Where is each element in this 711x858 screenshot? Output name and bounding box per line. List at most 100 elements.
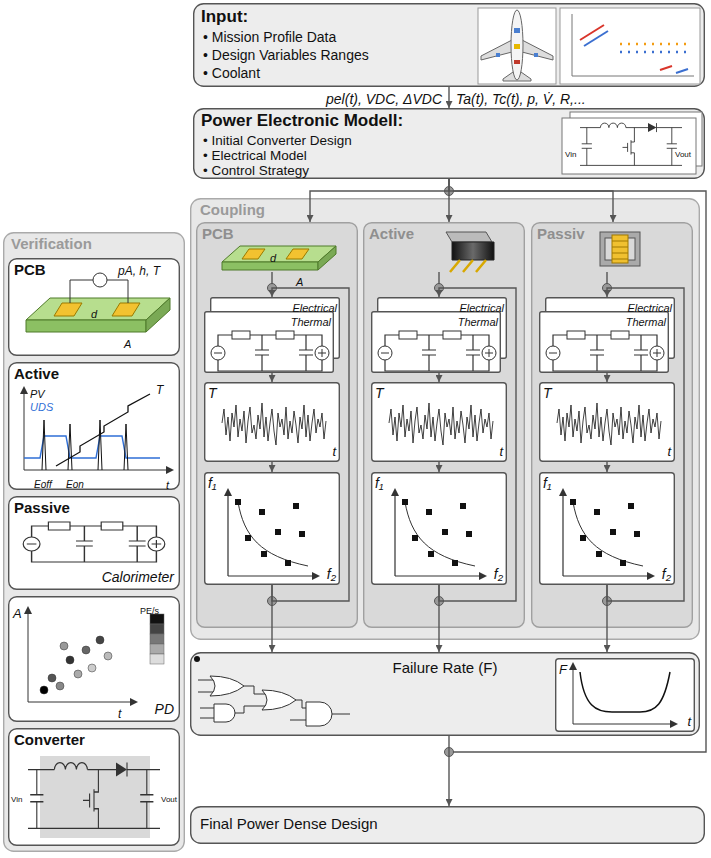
aircraft-component [534, 53, 538, 57]
chart-frame [560, 8, 700, 84]
node-text: • Initial Converter Design [203, 133, 352, 149]
connector [271, 373, 272, 382]
converter-circuit [580, 123, 682, 165]
and-gate [306, 702, 332, 726]
connector [448, 87, 449, 108]
colour-scale [150, 654, 164, 664]
converter-shade [40, 756, 150, 838]
node-outline [556, 659, 695, 732]
label: Eon [66, 479, 84, 491]
aircraft-frame [478, 8, 556, 84]
aircraft-wing [481, 40, 512, 60]
corner-dot [194, 656, 200, 662]
node-text: T [375, 385, 384, 401]
text-slot: T [208, 384, 217, 402]
node-text: f₁ [543, 475, 551, 491]
text-slot: Thermal [458, 312, 498, 330]
label-slot: d [270, 248, 276, 266]
text-slot: • Initial Converter Design [203, 131, 352, 149]
text-slot: t [332, 442, 336, 460]
connector [606, 373, 607, 382]
pd-event [88, 664, 96, 672]
node-outline [9, 363, 180, 490]
node-text: Electrical [627, 302, 672, 315]
text-slot: f₁ [375, 474, 383, 492]
pareto-plot: f₁ f₂ [204, 472, 340, 585]
connector [606, 462, 607, 472]
axis-arrow [670, 720, 678, 728]
node-outline [540, 312, 669, 373]
thermal-circuit [546, 331, 664, 371]
label-slot: pel(t), VDC, ΔVDC [326, 90, 442, 108]
pcb-board [26, 298, 170, 320]
node-text: T [208, 385, 217, 401]
label-slot: PE/s [140, 600, 159, 618]
label-slot: Vout [675, 143, 691, 161]
node-outline [532, 223, 693, 628]
pcb-board [26, 320, 146, 332]
axis-arrow [166, 466, 174, 474]
label-slot: Vin [565, 143, 576, 161]
label: Vin [11, 795, 22, 804]
node-text: t [332, 445, 336, 460]
transformer-winding [612, 235, 628, 263]
pcb-board [318, 246, 336, 270]
node-outline [372, 473, 507, 585]
node-outline [540, 383, 675, 462]
node-outline [4, 233, 185, 852]
or-gate [262, 690, 296, 710]
connector [438, 585, 439, 652]
node-text: Calorimeter [102, 569, 174, 585]
text-slot: f₁ [208, 474, 216, 492]
text-slot: f₂ [327, 565, 336, 583]
pcb-pad [242, 249, 265, 259]
node-outline [372, 383, 507, 462]
node-outline [9, 597, 180, 722]
text-slot: • Design Variables Ranges [203, 46, 369, 64]
pareto-front [559, 488, 655, 580]
colour-scale [150, 634, 164, 644]
text-slot: f₂ [494, 565, 503, 583]
label: pel(t), VDC, ΔVDC [326, 91, 442, 107]
transistor-body [452, 242, 494, 260]
node-outline [364, 223, 525, 628]
coupling-box: PassivElectricalThermalTtf₁f₂ [531, 222, 693, 628]
connector [272, 288, 349, 601]
label: pA, h, T [118, 265, 160, 279]
node-text: f₂ [494, 566, 503, 582]
label-slot: t [118, 704, 121, 722]
node-text: T [543, 385, 552, 401]
pd-event [40, 686, 48, 694]
pcb-pad [54, 303, 82, 316]
node-text: Verification [11, 235, 92, 252]
node-outline [9, 497, 180, 590]
text-slot: Electrical [292, 298, 337, 316]
label: A [296, 276, 303, 289]
node-text: Electrical [459, 302, 504, 315]
label: A [13, 607, 22, 622]
text-slot: Verification [11, 235, 92, 253]
node-outline [9, 259, 180, 356]
label-slot: d [91, 304, 97, 322]
text-slot: Final Power Dense Design [200, 815, 378, 833]
chart-axes [572, 14, 694, 76]
node-text: • Mission Profile Data [203, 29, 336, 45]
label-slot: t [166, 475, 169, 493]
text-slot: • Electrical Model [203, 146, 307, 164]
node-text: t [499, 445, 503, 460]
chart-series [620, 51, 686, 54]
node-text: Power Electronic Modell: [201, 111, 403, 131]
node-outline [9, 729, 180, 846]
pcb-board [222, 246, 336, 262]
node-text: Failure Rate (F) [392, 659, 497, 676]
connector [271, 585, 272, 652]
temperature-plot: Tt [539, 382, 675, 462]
colour-scale [150, 644, 164, 654]
aircraft-component [496, 53, 500, 57]
text-slot: Active [14, 365, 59, 383]
label: d [270, 252, 276, 265]
temperature-plot: Tt [204, 382, 340, 462]
and-gate [214, 704, 235, 722]
